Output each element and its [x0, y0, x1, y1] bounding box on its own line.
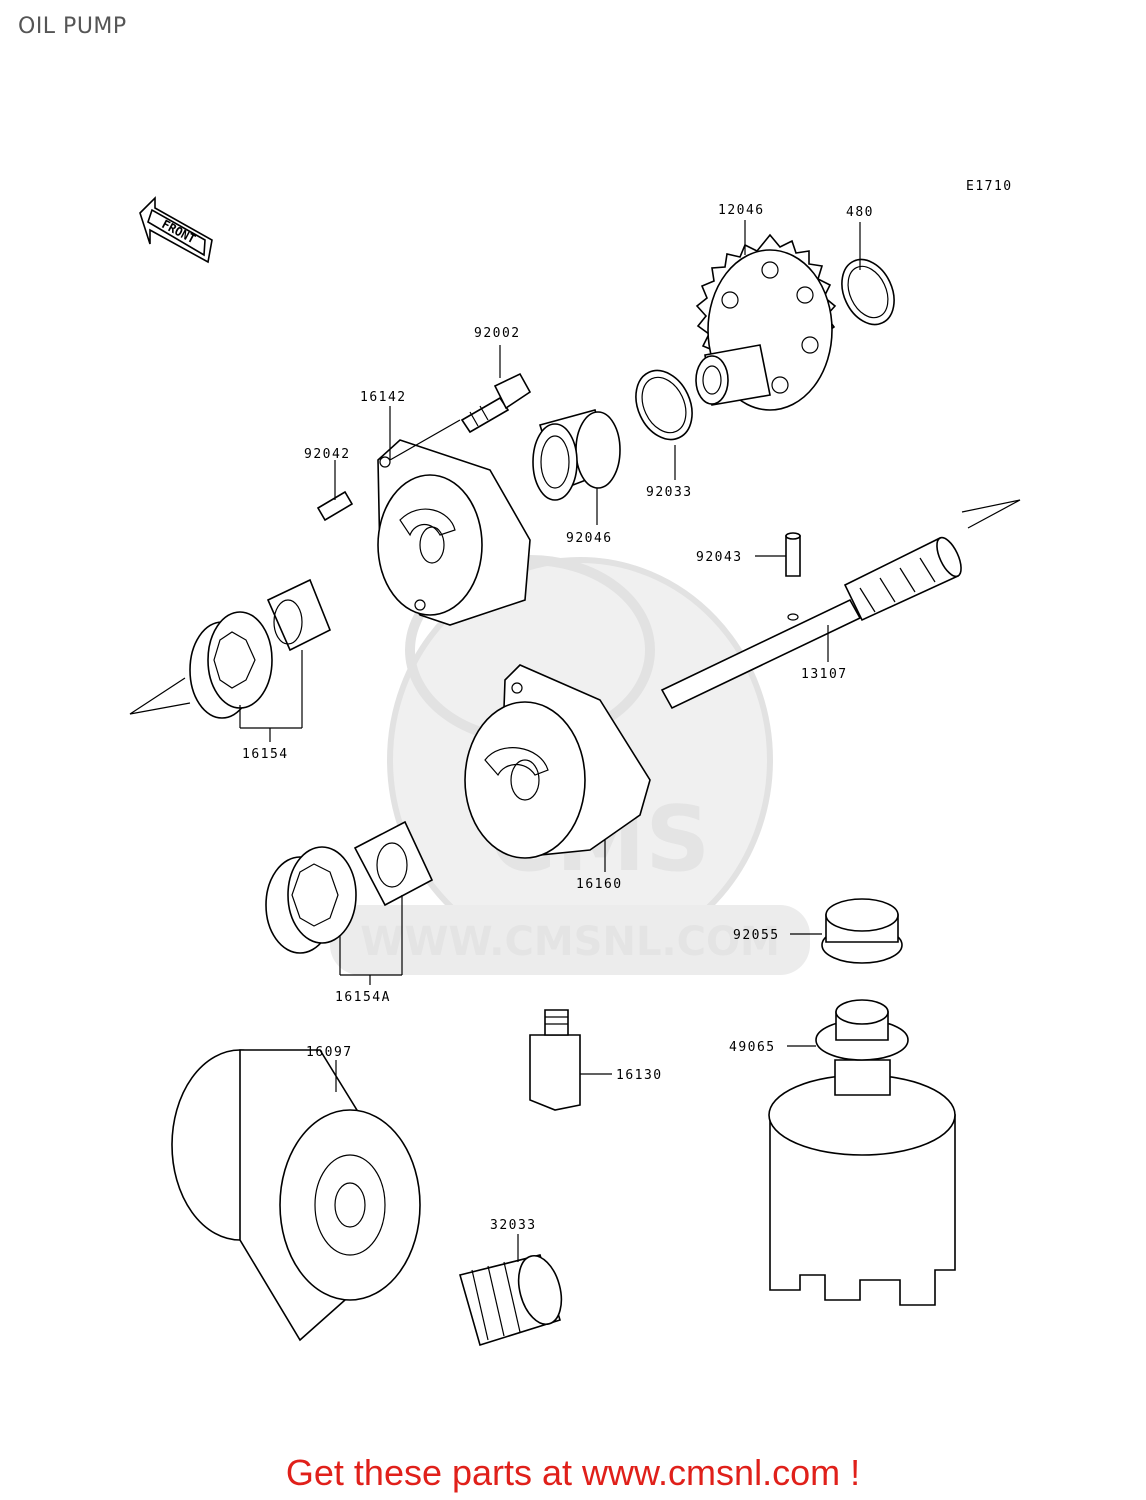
rotor-set-a-inner: [353, 820, 434, 907]
oil-filter: [171, 1049, 421, 1342]
pump-body: [464, 664, 651, 859]
pump-cover: [377, 439, 531, 626]
cap-92055: [821, 898, 903, 964]
callout-16142: 16142: [360, 390, 407, 405]
oil-pump-gear: [695, 233, 837, 411]
front-direction-arrow: FRONT: [139, 196, 213, 264]
callout-32033: 32033: [490, 1218, 537, 1233]
needle-bearing: [532, 409, 621, 501]
callout-92046: 92046: [566, 531, 613, 546]
oil-pressure-fitting: [529, 1009, 581, 1111]
page-title: OIL PUMP: [18, 14, 127, 39]
pump-shaft: [660, 536, 962, 710]
rotor-set-inner: [266, 578, 332, 652]
callout-13107: 13107: [801, 667, 848, 682]
bolt-92002: [460, 372, 532, 434]
circlip-480: [841, 258, 895, 326]
callout-92033: 92033: [646, 485, 693, 500]
figure-code: E1710: [966, 179, 1013, 194]
callout-49065: 49065: [729, 1040, 776, 1055]
callout-16154: 16154: [242, 747, 289, 762]
rotor-set-outer: [189, 611, 273, 719]
circlip-92033: [635, 369, 693, 441]
callout-16154a: 16154A: [335, 990, 391, 1005]
leader-lines: [239, 220, 861, 1262]
callout-92055: 92055: [733, 928, 780, 943]
callout-92002: 92002: [474, 326, 521, 341]
callout-16130: 16130: [616, 1068, 663, 1083]
pin-92043: [785, 532, 801, 577]
get-parts-link[interactable]: Get these parts at www.cmsnl.com !: [285, 1452, 861, 1493]
callout-92042: 92042: [304, 447, 351, 462]
callout-480: 480: [846, 205, 874, 220]
callout-16160: 16160: [576, 877, 623, 892]
alignment-arrow-left: [129, 677, 191, 715]
oil-filter-wrench: [768, 999, 956, 1306]
watermark-url: WWW.CMSNL.COM: [360, 919, 780, 965]
rotor-set-a-outer: [265, 846, 357, 954]
callout-12046: 12046: [718, 203, 765, 218]
spring-32033: [459, 1254, 563, 1347]
alignment-arrow-right: [961, 499, 1021, 529]
callout-16097: 16097: [306, 1045, 353, 1060]
callout-92043: 92043: [696, 550, 743, 565]
dowel-pin-92042: [316, 490, 354, 522]
